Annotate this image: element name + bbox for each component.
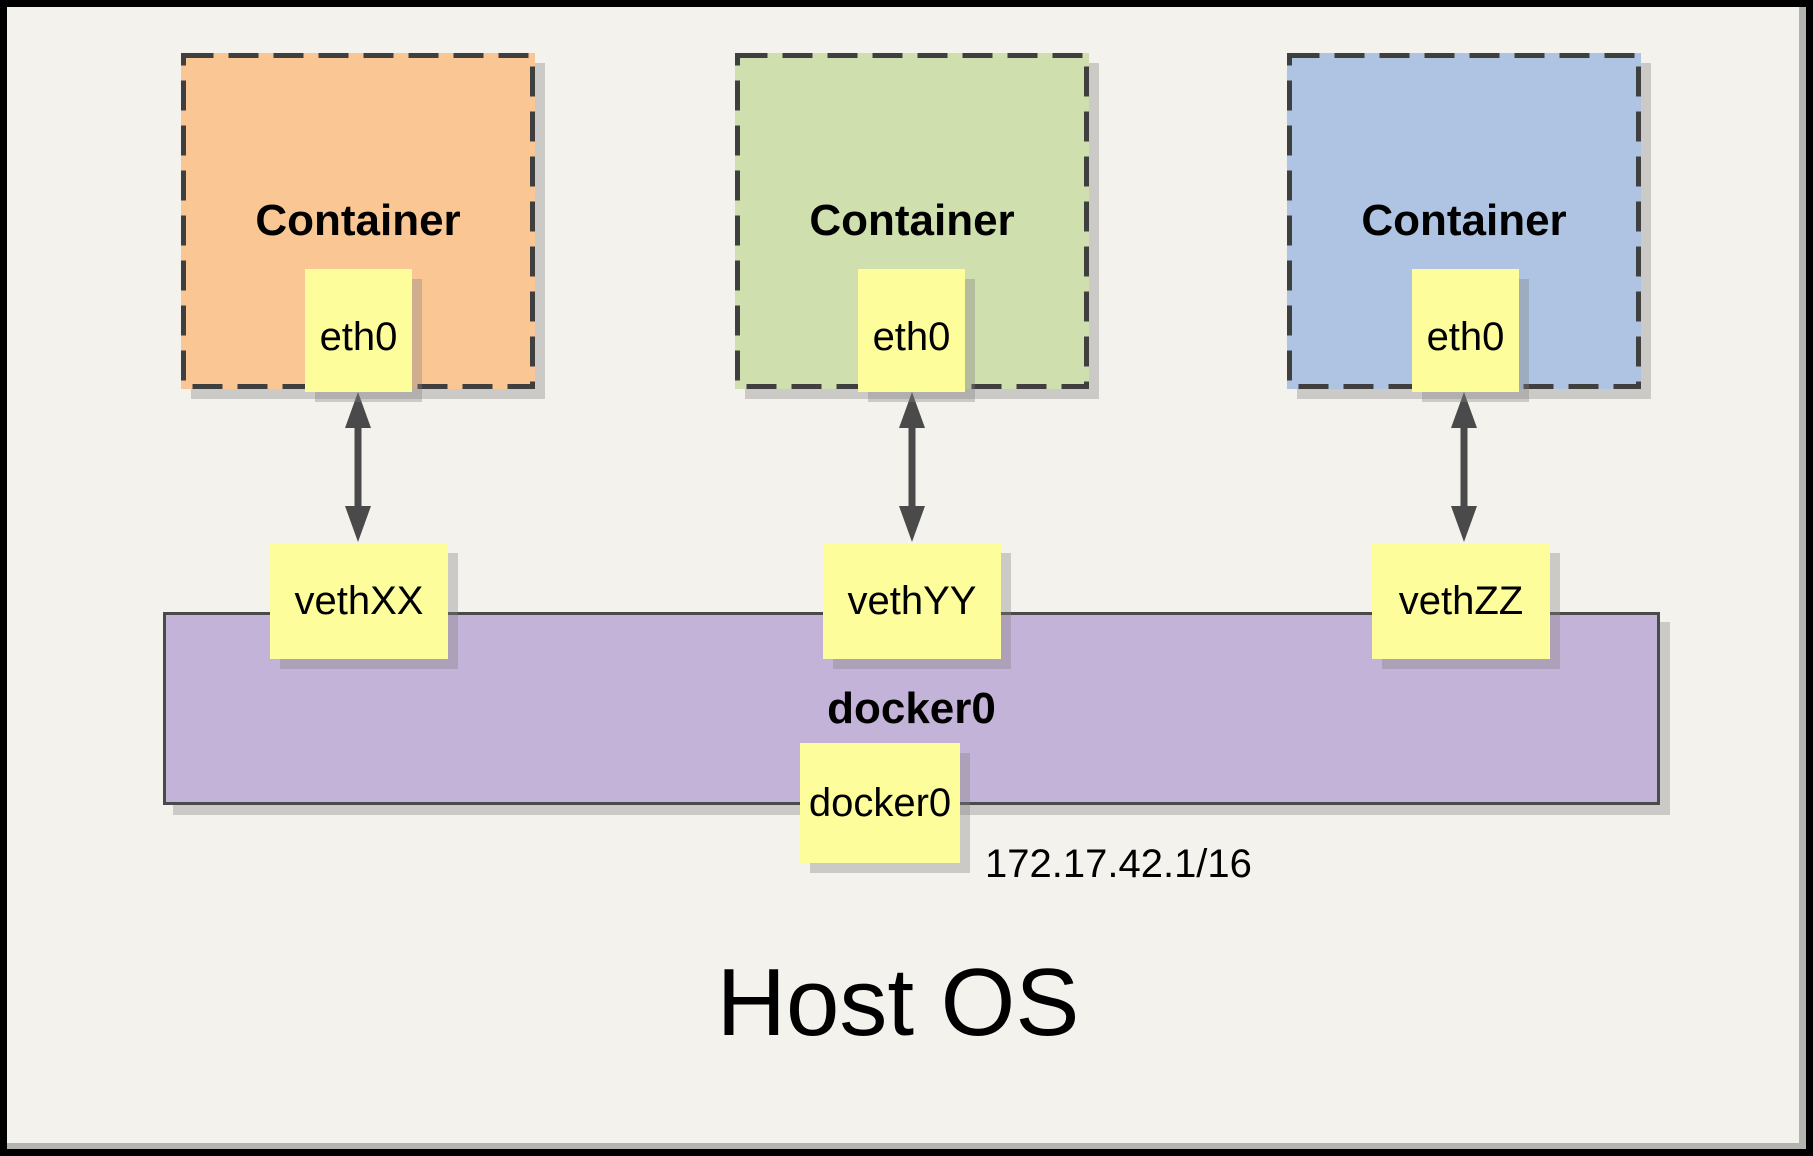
dashed-border (735, 53, 1089, 389)
container-label: Container (255, 196, 461, 245)
eth0-chip-3: eth0 (1412, 269, 1519, 392)
eth0-chip-2: eth0 (858, 269, 965, 392)
dashed-border (1287, 53, 1641, 389)
bridge-ip-label: 172.17.42.1/16 (985, 842, 1252, 886)
dashed-border (181, 53, 535, 389)
arrow-container3-to-vethzz (1451, 392, 1477, 542)
eth0-chip-1: eth0 (305, 269, 412, 392)
host-os-title: Host OS (716, 949, 1080, 1056)
vethxx-chip: vethXX (270, 543, 448, 659)
arrow-container2-to-vethyy (899, 392, 925, 542)
vethyy-chip: vethYY (823, 543, 1001, 659)
arrow-container1-to-vethxx (345, 392, 371, 542)
docker0-iface-chip: docker0 (800, 743, 960, 863)
container-label: Container (1361, 196, 1567, 245)
container-label: Container (809, 196, 1015, 245)
docker0-bridge-label: docker0 (827, 683, 996, 733)
vethzz-chip: vethZZ (1372, 543, 1550, 659)
